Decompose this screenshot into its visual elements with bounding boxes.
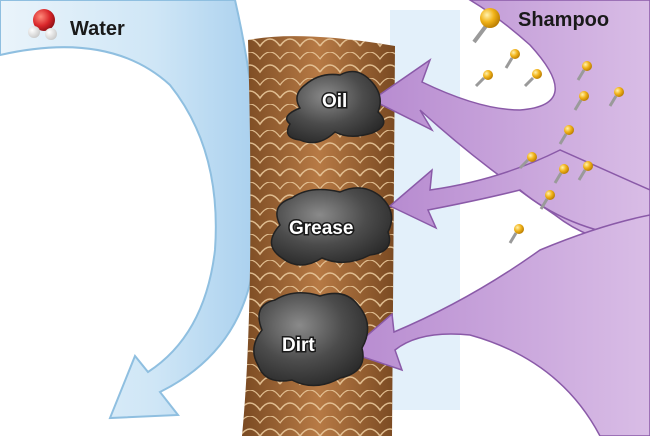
surfactant-molecule-icon [573, 91, 589, 111]
surfactant-molecule-icon [508, 224, 524, 244]
surfactant-molecule-icon [523, 69, 542, 88]
oil-deposit: Oil [285, 70, 385, 144]
surfactant-molecule-icon [576, 61, 592, 81]
surfactant-molecules [474, 49, 624, 244]
surfactant-molecule-icon [539, 190, 555, 210]
dirt-label: Dirt [282, 335, 315, 356]
water-flow-arrow [0, 0, 259, 420]
water-legend-label: Water [70, 18, 125, 40]
dirt-deposit: Dirt [253, 292, 369, 387]
surfactant-molecule-icon [504, 49, 520, 69]
surfactant-molecule-icon [474, 70, 493, 88]
surfactant-molecule-icon [608, 87, 624, 107]
surfactant-molecule-icon [553, 164, 569, 184]
surfactant-molecule-icon [518, 152, 537, 170]
oil-label: Oil [322, 91, 347, 112]
grease-label: Grease [289, 218, 353, 239]
shampoo-arrow-dirt [346, 214, 650, 436]
surfactant-molecule-icon [577, 161, 593, 181]
grease-deposit: Grease [270, 187, 393, 266]
surfactant-molecule-icon [472, 8, 500, 44]
surfactant-molecule-icon [558, 125, 574, 145]
water-molecule-icon [28, 9, 57, 40]
shampoo-legend-label: Shampoo [518, 9, 610, 31]
